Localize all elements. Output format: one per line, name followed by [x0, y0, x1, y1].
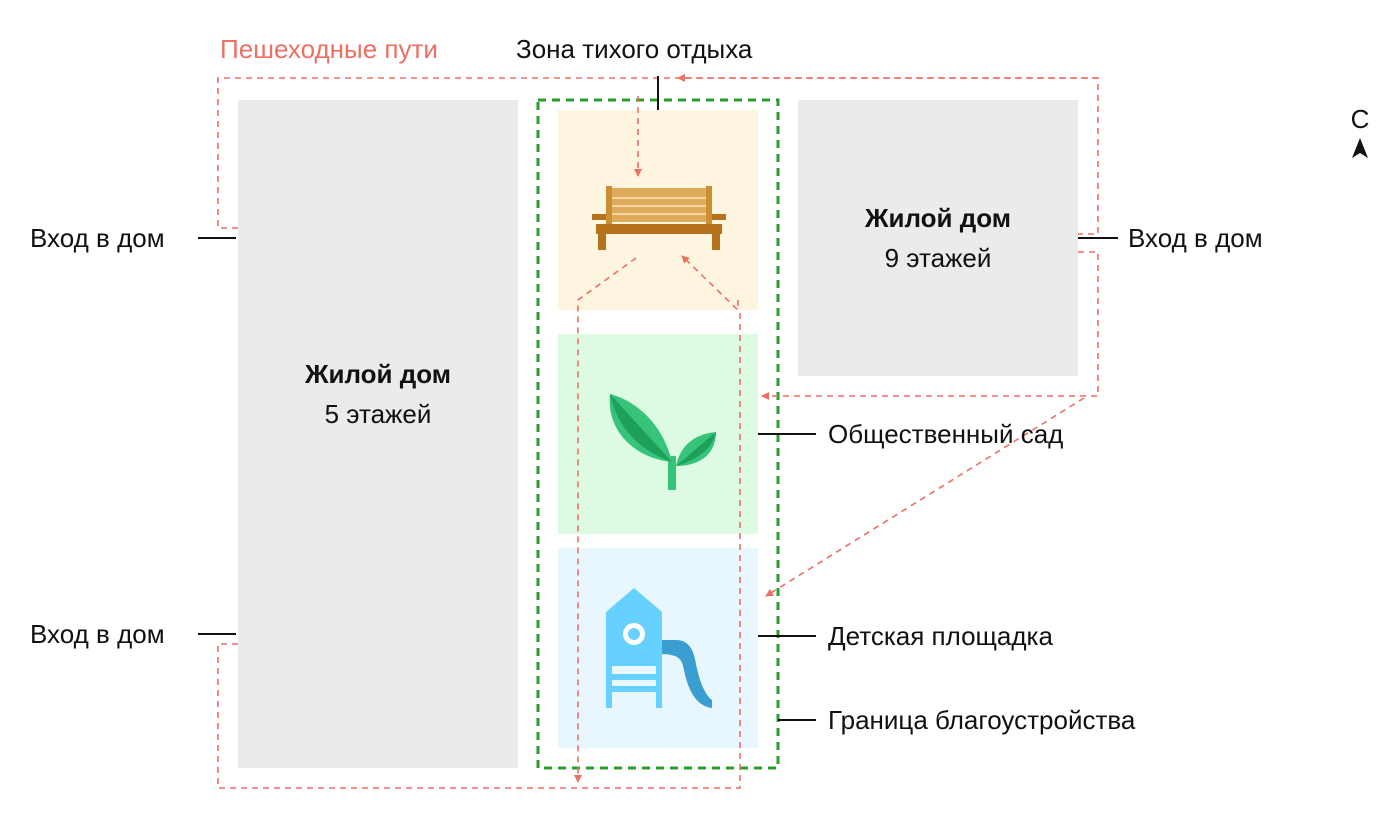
- entrance-left-bottom-label: Вход в дом: [30, 619, 165, 649]
- entrance-right-label: Вход в дом: [1128, 223, 1263, 253]
- building-left-floors: 5 этажей: [324, 399, 432, 429]
- sprout-icon: [609, 394, 716, 490]
- building-right: [798, 100, 1078, 376]
- building-left: [238, 100, 518, 768]
- north-arrow-icon: [1352, 138, 1368, 158]
- bench-icon: [592, 186, 726, 250]
- boundary-label: Граница благоустройства: [828, 705, 1136, 735]
- quiet-zone-label: Зона тихого отдыха: [516, 34, 753, 64]
- entrance-left-top-label: Вход в дом: [30, 223, 165, 253]
- public-garden-label: Общественный сад: [828, 419, 1064, 449]
- building-left-text: Жилой дом 5 этажей: [238, 354, 518, 434]
- path-right-down: [761, 251, 1099, 400]
- pedestrian-paths-label: Пешеходные пути: [220, 34, 438, 64]
- leader-lines: [198, 76, 1118, 721]
- playground-label: Детская площадка: [828, 621, 1053, 651]
- building-left-name: Жилой дом: [304, 359, 452, 389]
- building-right-name: Жилой дом: [864, 203, 1012, 233]
- path-bench-down: [574, 257, 637, 783]
- path-diagonal-down: [765, 397, 1085, 597]
- north-label: С: [1350, 104, 1370, 134]
- playground-icon: [606, 588, 712, 708]
- path-diagonal-up: [681, 255, 739, 312]
- building-right-floors: 9 этажей: [884, 243, 992, 273]
- building-right-text: Жилой дом 9 этажей: [798, 198, 1078, 278]
- path-bottom-loop: [217, 310, 741, 789]
